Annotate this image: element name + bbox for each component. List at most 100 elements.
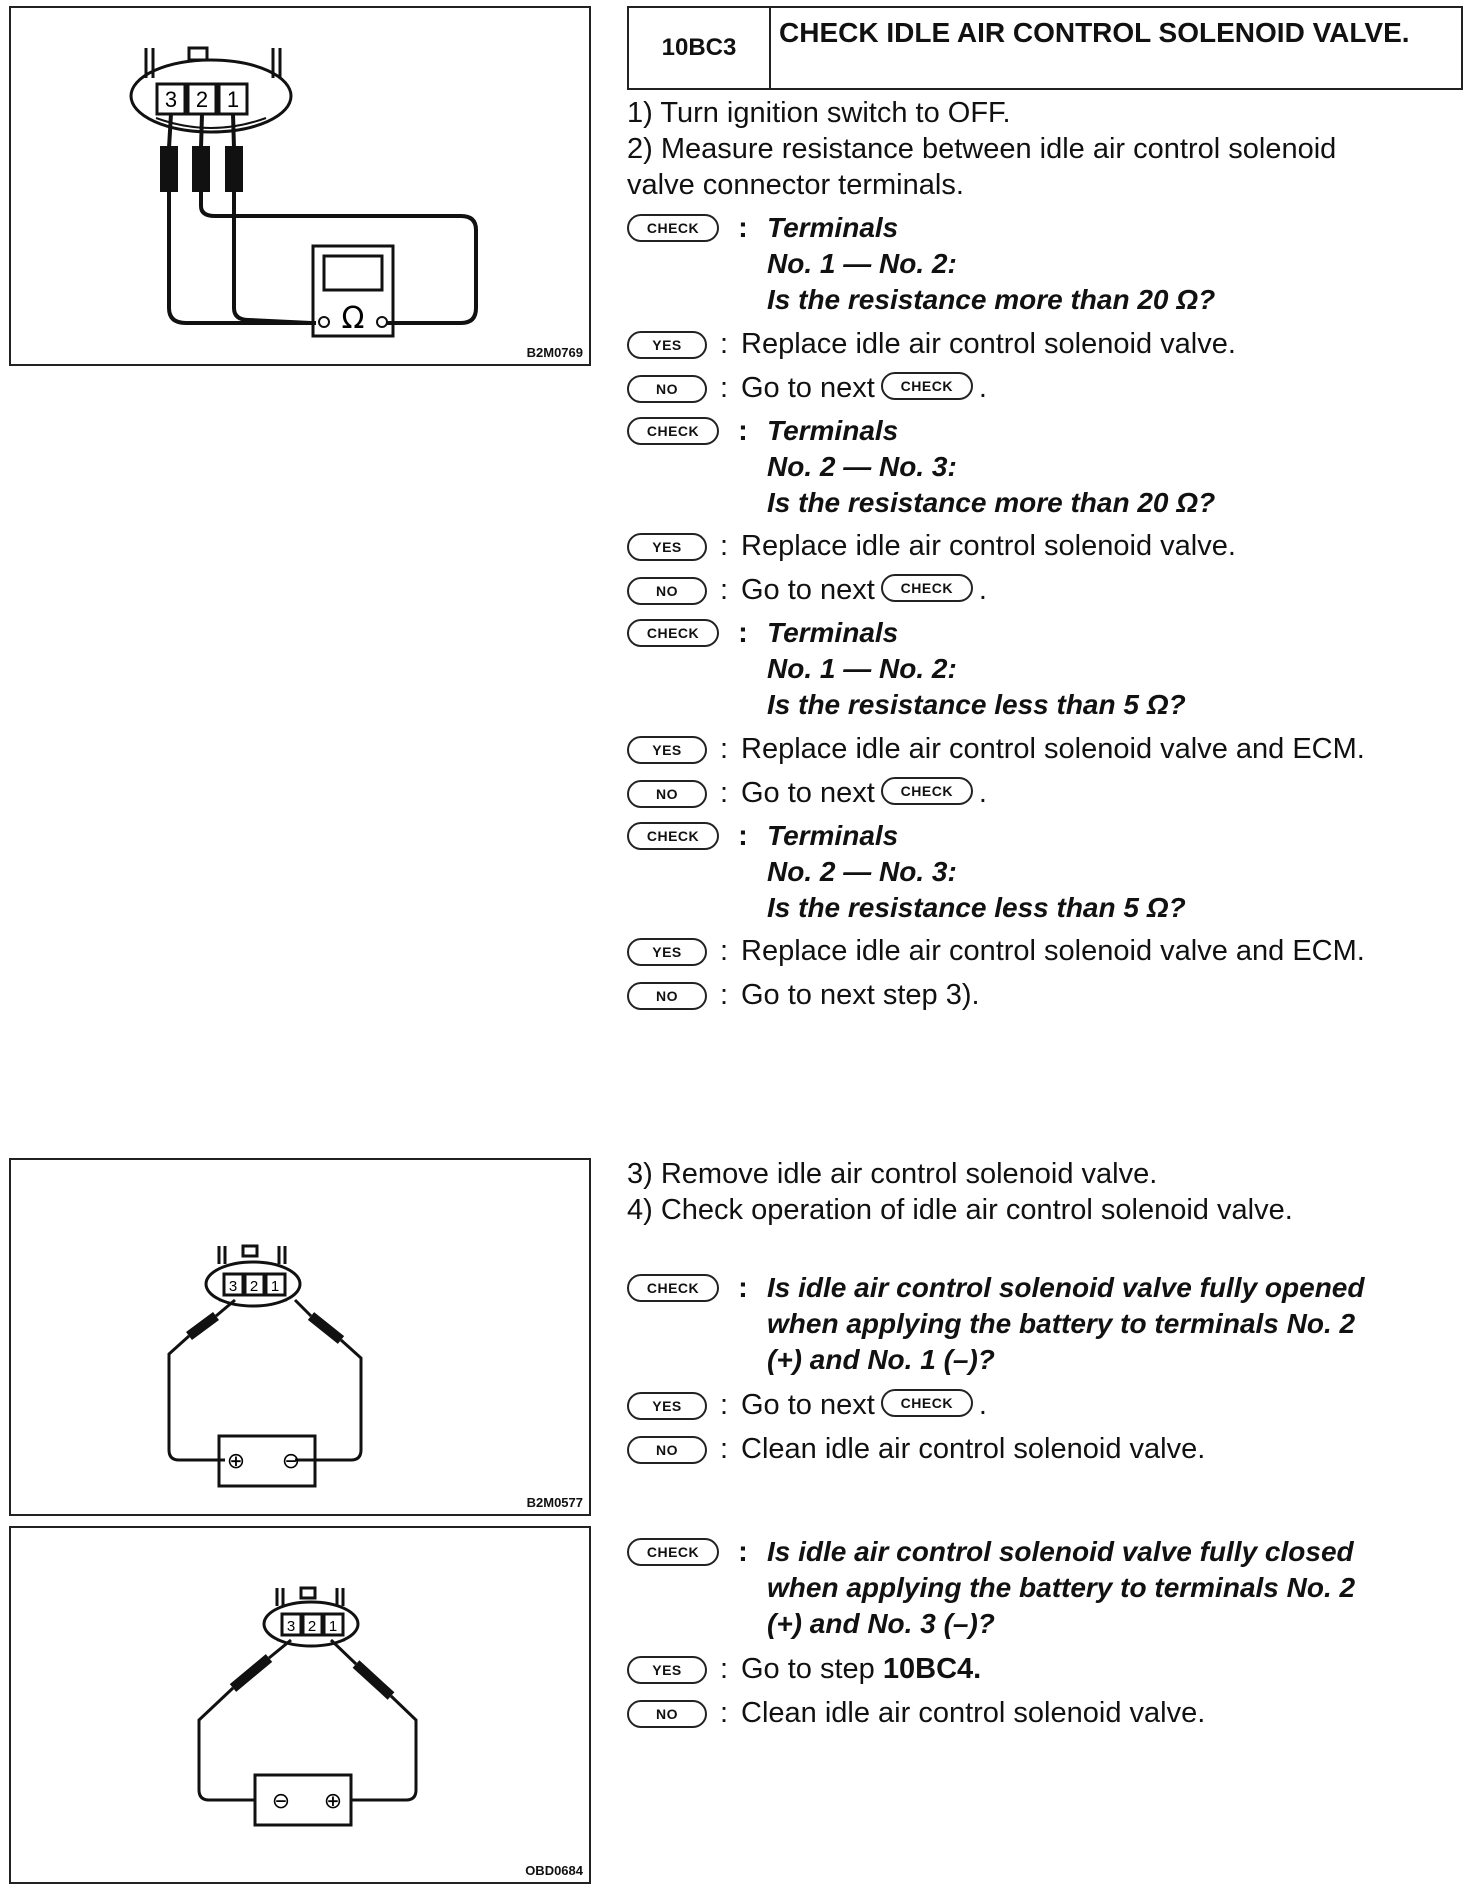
figure-battery-closed: 3 2 1 ⊖ ⊕ OBD0684 (9, 1526, 591, 1884)
step-code: 10BC3 (629, 8, 771, 88)
terminal-label: 2 (308, 1618, 316, 1635)
check-line: when applying the battery to terminals N… (767, 1308, 1356, 1339)
check-question: Terminals No. 2 — No. 3: Is the resistan… (767, 818, 1186, 926)
check-line: Terminals (767, 617, 899, 648)
check-badge-icon: CHECK (880, 777, 973, 806)
step-title: CHECK IDLE AIR CONTROL SOLENOID VALVE. (779, 17, 1410, 48)
yes-badge-icon: YES (627, 331, 707, 359)
check-line: No. 2 — No. 3: (767, 451, 957, 482)
figure-id: B2M0577 (526, 1495, 583, 1510)
yes-badge-icon: YES (627, 736, 707, 764)
no-text: Clean idle air control solenoid valve. (741, 1433, 1206, 1465)
step-2-line-2: valve connector terminals. (627, 169, 964, 201)
check-badge-icon: CHECK (627, 214, 719, 242)
no-prefix: Go to next (741, 372, 875, 404)
step-4: 4) Check operation of idle air control s… (627, 1194, 1293, 1226)
colon: : (738, 212, 748, 244)
yes-prefix: Go to next (741, 1389, 875, 1421)
ohm-symbol: Ω (342, 301, 365, 336)
no-badge-icon: NO (627, 375, 707, 403)
terminal-label: 1 (271, 1278, 279, 1295)
check-badge-icon: CHECK (627, 619, 719, 647)
check-line: Is idle air control solenoid valve fully… (767, 1272, 1365, 1303)
terminal-label: 2 (250, 1278, 258, 1295)
no-text: Clean idle air control solenoid valve. (741, 1697, 1206, 1729)
step-1: 1) Turn ignition switch to OFF. (627, 97, 1011, 129)
check-question: Terminals No. 1 — No. 2: Is the resistan… (767, 615, 1186, 723)
yes-suffix: . (973, 1653, 982, 1685)
check-line: No. 1 — No. 2: (767, 653, 957, 684)
check-line: No. 1 — No. 2: (767, 248, 957, 279)
no-result-5: NO : Clean idle air control solenoid val… (627, 1431, 1205, 1467)
step-3: 3) Remove idle air control solenoid valv… (627, 1158, 1158, 1190)
no-suffix: . (978, 372, 987, 404)
check-4: CHECK : Terminals No. 2 — No. 3: Is the … (627, 818, 1186, 926)
check-line: Terminals (767, 820, 899, 851)
terminal-label: 3 (165, 87, 177, 112)
check-badge-icon: CHECK (880, 1389, 973, 1418)
check-2: CHECK : Terminals No. 2 — No. 3: Is the … (627, 413, 1215, 521)
yes-badge-icon: YES (627, 533, 707, 561)
check-line: Is the resistance less than 5 Ω? (767, 689, 1186, 720)
battery-positive-icon: ⊕ (324, 1789, 342, 1814)
yes-result-6: YES : Go to step 10BC4. (627, 1651, 981, 1687)
check-question: Is idle air control solenoid valve fully… (767, 1270, 1364, 1378)
check-1: CHECK : Terminals No. 1 — No. 2: Is the … (627, 210, 1215, 318)
check-line: Is the resistance less than 5 Ω? (767, 892, 1186, 923)
yes-result-3: YES : Replace idle air control solenoid … (627, 731, 1365, 767)
battery-positive-icon: ⊕ (227, 1449, 245, 1474)
battery-open-diagram: 3 2 1 ⊕ ⊖ (167, 1244, 363, 1488)
terminal-label: 3 (229, 1278, 237, 1295)
terminal-label: 3 (287, 1618, 295, 1635)
check-line: (+) and No. 3 (–)? (767, 1608, 995, 1639)
yes-badge-icon: YES (627, 1392, 707, 1420)
figure-battery-open: 3 2 1 ⊕ ⊖ B2M0577 (9, 1158, 591, 1516)
no-suffix: . (978, 777, 987, 809)
check-badge-icon: CHECK (627, 1538, 719, 1566)
yes-suffix: . (978, 1389, 987, 1421)
no-prefix: Go to next (741, 777, 875, 809)
check-line: Is the resistance more than 20 Ω? (767, 284, 1216, 315)
no-prefix: Go to next (741, 574, 875, 606)
terminal-label: 1 (329, 1618, 337, 1635)
yes-text: Replace idle air control solenoid valve … (741, 733, 1365, 765)
check-badge-icon: CHECK (627, 822, 719, 850)
check-badge-icon: CHECK (880, 574, 973, 603)
no-badge-icon: NO (627, 1436, 707, 1464)
terminal-label: 1 (227, 87, 239, 112)
figure-id: OBD0684 (525, 1863, 583, 1878)
yes-result-4: YES : Replace idle air control solenoid … (627, 933, 1365, 969)
yes-text: Replace idle air control solenoid valve. (741, 530, 1236, 562)
check-question: Terminals No. 1 — No. 2: Is the resistan… (767, 210, 1215, 318)
check-line: No. 2 — No. 3: (767, 856, 957, 887)
yes-badge-icon: YES (627, 1656, 707, 1684)
check-badge-icon: CHECK (627, 417, 719, 445)
check-question: Is idle air control solenoid valve fully… (767, 1534, 1355, 1642)
check-5: CHECK : Is idle air control solenoid val… (627, 1270, 1364, 1378)
step-2-line-1: 2) Measure resistance between idle air c… (627, 133, 1337, 165)
yes-prefix: Go to step (741, 1653, 875, 1685)
no-badge-icon: NO (627, 1700, 707, 1728)
yes-badge-icon: YES (627, 938, 707, 966)
no-badge-icon: NO (627, 577, 707, 605)
check-badge-icon: CHECK (880, 372, 973, 401)
check-line: Is the resistance more than 20 Ω? (767, 487, 1216, 518)
battery-negative-icon: ⊖ (282, 1449, 300, 1474)
yes-text: Go to step 10BC4. (741, 1651, 981, 1687)
no-suffix: . (978, 574, 987, 606)
yes-text: Replace idle air control solenoid valve. (741, 328, 1236, 360)
figure-id: B2M0769 (526, 345, 583, 360)
check-line: when applying the battery to terminals N… (767, 1572, 1356, 1603)
yes-result-1: YES : Replace idle air control solenoid … (627, 326, 1236, 362)
no-text: Go to next step 3). (741, 979, 980, 1011)
no-result-6: NO : Clean idle air control solenoid val… (627, 1695, 1205, 1731)
yes-text: Replace idle air control solenoid valve … (741, 935, 1365, 967)
battery-negative-icon: ⊖ (272, 1789, 290, 1814)
